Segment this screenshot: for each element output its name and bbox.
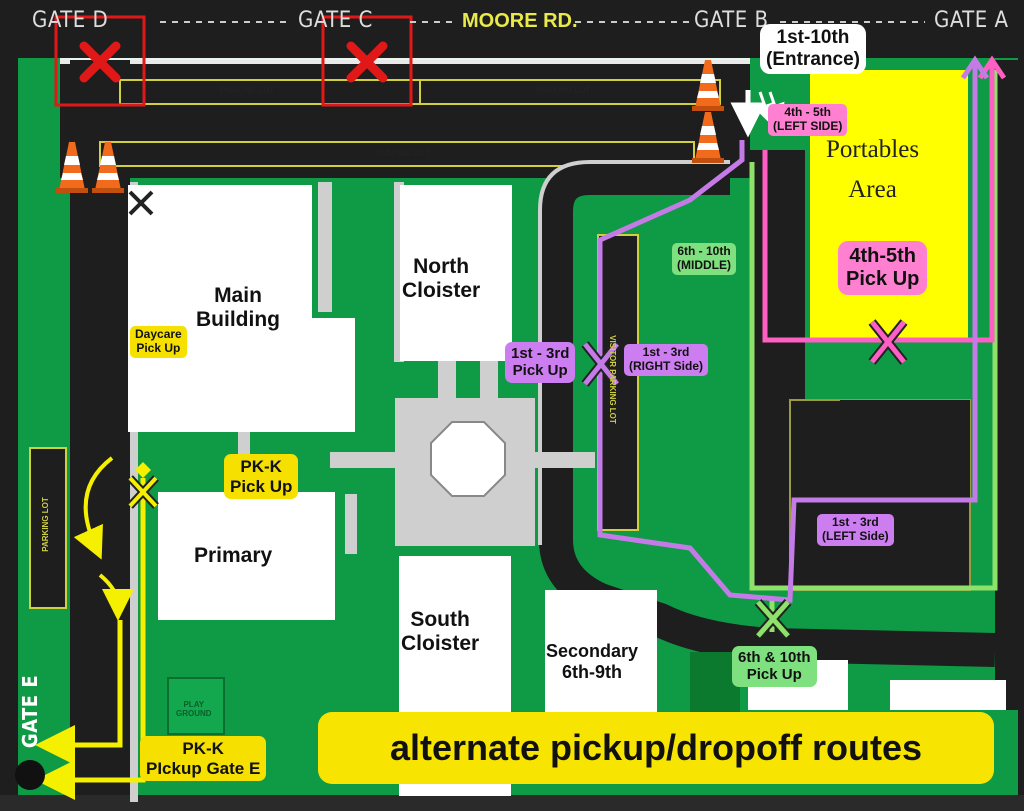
parking-lot-label: PARKING LOT bbox=[40, 497, 50, 552]
route-purple bbox=[597, 62, 978, 603]
gate-e-label: GATE E bbox=[18, 674, 43, 749]
closed-x-icon bbox=[128, 190, 154, 216]
closed-gate-d-frame bbox=[54, 15, 146, 107]
grade45-left-label: 4th - 5th(LEFT SIDE) bbox=[768, 104, 848, 136]
entrance-label: 1st-10th(Entrance) bbox=[760, 24, 866, 74]
pickup-x-icon bbox=[868, 319, 908, 365]
parking-lot-label: PARKING LOT bbox=[375, 149, 430, 158]
primary-label: Primary bbox=[194, 544, 273, 567]
parking-lot-top-long bbox=[99, 141, 695, 167]
pickup-x-icon bbox=[127, 475, 159, 509]
octagon-pavilion bbox=[430, 421, 506, 497]
north-cloister-shape bbox=[400, 185, 512, 361]
playground-shape bbox=[167, 677, 225, 735]
gate-d-label: GATE D bbox=[32, 8, 109, 33]
grade610-middle-label: 6th - 10th(MIDDLE) bbox=[672, 243, 736, 275]
right-road bbox=[995, 60, 1024, 710]
parking-lot-top-mid bbox=[419, 79, 721, 105]
road-name: MOORE RD. bbox=[462, 10, 578, 32]
parking-lot-label: PARKING LOT bbox=[220, 86, 275, 95]
parking-lot-label: PARKING LOT bbox=[536, 86, 591, 95]
gate-b-label: GATE B bbox=[694, 8, 769, 33]
gate-e-marker bbox=[15, 760, 45, 790]
grade13-left-label: 1st - 3rd(LEFT Side) bbox=[817, 514, 894, 546]
routes-banner: alternate pickup/dropoff routes bbox=[318, 712, 994, 784]
gate-a-label: GATE A bbox=[934, 8, 1009, 33]
visitor-lot-label: VISITOR PARKING LOT bbox=[607, 335, 617, 424]
route-pink bbox=[762, 62, 995, 343]
gate-c-label: GATE C bbox=[298, 8, 373, 33]
main-building-shape bbox=[128, 185, 355, 432]
primary-shape bbox=[158, 492, 335, 620]
route-arrow-icon bbox=[98, 573, 134, 621]
parking-lot-left bbox=[29, 447, 67, 609]
route-arrow-icon bbox=[73, 456, 114, 560]
pickup-x-icon bbox=[754, 599, 792, 639]
closed-x-icon bbox=[346, 41, 388, 83]
closed-x-icon bbox=[79, 41, 121, 83]
grade13-right-label: 1st - 3rd(RIGHT Side) bbox=[624, 344, 708, 376]
route-green bbox=[749, 70, 998, 591]
inner-road-loop bbox=[539, 161, 996, 667]
closed-gate-c-frame bbox=[321, 15, 413, 107]
pickup-x-icon bbox=[581, 341, 621, 387]
secondary-shape bbox=[545, 590, 657, 720]
